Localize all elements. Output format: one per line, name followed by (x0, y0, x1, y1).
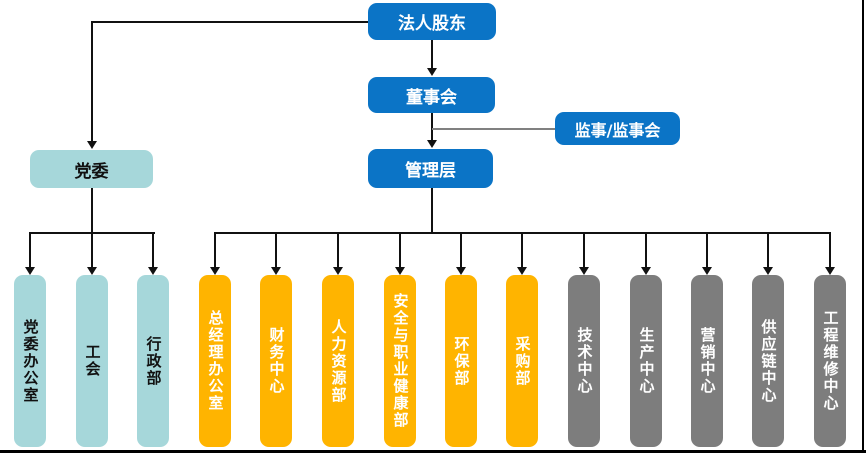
page-bottom-border (0, 450, 866, 453)
arrowhead-down-procurement (517, 267, 527, 275)
node-board-label: 董事会 (406, 87, 457, 108)
connector-shareholder-party-vertical (91, 21, 93, 142)
connector-party-feed (91, 188, 93, 232)
node-supervisors-label: 监事/监事会 (574, 120, 661, 140)
connector-drop-finance (275, 232, 277, 268)
dept-finance-center: 财务中心 (260, 275, 292, 447)
dept-administration: 行政部 (137, 275, 169, 447)
dept-production-center: 生产中心 (630, 275, 662, 447)
connector-drop-production (645, 232, 647, 268)
dept-hr-dept-label: 人力资源部 (329, 318, 348, 404)
arrowhead-down-hr (333, 267, 343, 275)
dept-marketing-center: 营销中心 (691, 275, 723, 447)
dept-technology-center-label: 技术中心 (575, 327, 594, 395)
node-board: 董事会 (368, 77, 495, 113)
connector-drop-supply-chain (767, 232, 769, 268)
connector-drop-environment (460, 232, 462, 268)
connector-drop-hr (337, 232, 339, 268)
arrowhead-down-technology (579, 267, 589, 275)
dept-environmental-protection: 环保部 (445, 275, 477, 447)
node-management-label: 管理层 (405, 161, 456, 181)
arrowhead-down-safety (395, 267, 405, 275)
arrowhead-down-supply-chain (763, 267, 773, 275)
dept-finance-center-label: 财务中心 (267, 327, 286, 395)
dept-production-center-label: 生产中心 (637, 327, 656, 395)
node-supervisors: 监事/监事会 (555, 112, 680, 145)
connector-drop-labor-union (91, 232, 93, 268)
connector-drop-technology (583, 232, 585, 268)
arrowhead-down-management (427, 140, 437, 148)
dept-environmental-protection-label: 环保部 (452, 335, 471, 387)
dept-technology-center: 技术中心 (568, 275, 600, 447)
arrowhead-down-production (641, 267, 651, 275)
node-management: 管理层 (368, 149, 493, 188)
dept-gm-office-label: 总经理办公室 (206, 310, 225, 412)
connector-management-feed (431, 188, 433, 232)
connector-shareholder-party-horizontal (91, 21, 368, 23)
dept-marketing-center-label: 营销中心 (698, 327, 717, 395)
arrowhead-down-finance (271, 267, 281, 275)
connector-drop-administration (152, 232, 154, 268)
connector-board-supervisors (432, 128, 555, 130)
arrowhead-down-board (427, 68, 437, 76)
dept-supply-chain-center-label: 供应链中心 (759, 318, 778, 404)
arrowhead-down-administration (148, 267, 158, 275)
connector-drop-procurement (521, 232, 523, 268)
dept-administration-label: 行政部 (144, 335, 163, 387)
node-shareholder: 法人股东 (368, 3, 496, 40)
arrowhead-down-gm-office (210, 267, 220, 275)
connector-board-management (431, 113, 433, 141)
arrowhead-down-party-office (25, 267, 35, 275)
connector-drop-engineering (829, 232, 831, 268)
dept-labor-union: 工会 (76, 275, 108, 447)
arrowhead-down-labor-union (87, 267, 97, 275)
connector-shareholder-board (431, 40, 433, 69)
dept-gm-office: 总经理办公室 (199, 275, 231, 447)
node-party-committee-label: 党委 (74, 161, 109, 182)
arrowhead-down-environment (456, 267, 466, 275)
node-shareholder-label: 法人股东 (398, 14, 466, 34)
dept-hr-dept: 人力资源部 (322, 275, 354, 447)
dept-procurement-label: 采购部 (513, 335, 532, 387)
dept-engineering-maintenance-center-label: 工程维修中心 (821, 310, 840, 412)
dept-party-committee-office: 党委办公室 (14, 275, 46, 447)
dept-supply-chain-center: 供应链中心 (752, 275, 784, 447)
dept-safety-occupational-health-label: 安全与职业健康部 (391, 293, 410, 429)
dept-engineering-maintenance-center: 工程维修中心 (814, 275, 846, 447)
connector-drop-safety (399, 232, 401, 268)
dept-procurement: 采购部 (506, 275, 538, 447)
dept-party-committee-office-label: 党委办公室 (21, 318, 40, 404)
arrowhead-down-marketing (702, 267, 712, 275)
node-party-committee: 党委 (30, 150, 153, 188)
dept-labor-union-label: 工会 (83, 344, 102, 378)
arrowhead-down-party (87, 141, 97, 149)
connector-drop-gm-office (214, 232, 216, 268)
page-right-border (862, 0, 864, 452)
connector-drop-marketing (706, 232, 708, 268)
connector-drop-party-office (29, 232, 31, 268)
dept-safety-occupational-health: 安全与职业健康部 (384, 275, 416, 447)
arrowhead-down-engineering (825, 267, 835, 275)
